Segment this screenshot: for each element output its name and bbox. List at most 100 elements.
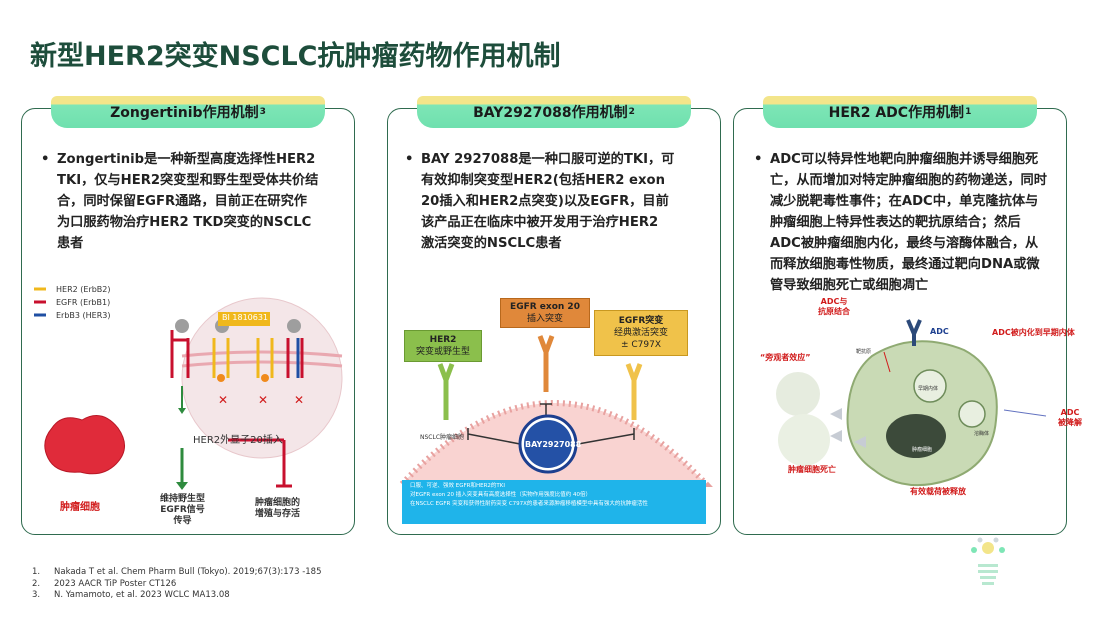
legend-egfr: EGFR (ErbB1) — [56, 298, 111, 307]
references: 1.Nakada T et al. Chem Pharm Bull (Tokyo… — [32, 567, 321, 602]
arrow-left-2 — [830, 430, 842, 442]
her2-receptor — [256, 338, 274, 382]
her2-box-sub: 突变或野生型 — [415, 347, 470, 357]
label-cell-death: 肿瘤细胞死亡 — [788, 465, 836, 474]
label-payload: 有效载荷被释放 — [910, 487, 966, 496]
bullet-text-bay2927088: BAY 2927088是一种口服可逆的TKI，可 有效抑制突变型HER2(包括H… — [405, 149, 721, 254]
egfr-classic-receptor-icon — [625, 363, 643, 420]
svg-text:✕: ✕ — [258, 393, 268, 407]
tumor-cell-large — [846, 340, 998, 487]
legend-erbb3: ErbB3 (HER3) — [56, 311, 111, 320]
egfr20-box: EGFR exon 20 插入突变 — [500, 298, 590, 328]
bullet-line: 激活突变的NSCLC患者 — [421, 236, 562, 251]
erbb3-receptor — [286, 319, 304, 378]
drug-label: BI 1810631 — [222, 313, 269, 322]
bullet-line: 20插入和HER2点突变)以及EGFR，目前 — [421, 194, 669, 209]
her2-box: HER2 突变或野生型 — [404, 330, 482, 362]
bay2927088-diagram — [395, 335, 713, 524]
reference-item: 1.Nakada T et al. Chem Pharm Bull (Tokyo… — [32, 567, 322, 577]
lysosome-shape — [958, 400, 986, 428]
lightbulb-icon — [971, 537, 1005, 585]
degradation-pointer — [1003, 409, 1047, 417]
bullet-line: 管导致细胞死亡或细胞凋亡 — [770, 278, 929, 293]
endosome-shape — [913, 369, 947, 403]
ref-sup: 1 — [965, 107, 972, 117]
bullet-line: TKI，仅与HER2突变型和野生型受体共价结 — [57, 173, 319, 188]
bullet-line: ADC被肿瘤细胞内化，最终与溶酶体融合，从 — [770, 236, 1039, 251]
bullet-line: 减少脱靶毒性事件；在ADC中，单克隆抗体与 — [770, 194, 1039, 209]
zongertinib-diagram: ✕ ✕ ✕ — [34, 287, 343, 490]
membrane-line — [181, 360, 343, 368]
bullet-line: 肿瘤细胞上特异性表达的靶抗原结合；然后 — [770, 215, 1021, 230]
tumor-cell-icon — [44, 415, 125, 475]
adc-diagram — [776, 319, 1047, 487]
bullet-line: 该产品正在临床中被开发用于治疗HER2 — [421, 215, 659, 230]
egfr20-box-title: EGFR exon 20 — [510, 302, 580, 312]
her2-box-title: HER2 — [429, 335, 457, 345]
info-banner-text: 口服、可逆、强效 EGFR和HER2的TKI 对EGFR exon 20 插入突… — [410, 482, 710, 509]
page-title: 新型HER2突变NSCLC抗肿瘤药物作用机制 — [30, 41, 561, 72]
ref-sup: 2 — [628, 107, 635, 117]
label-lysosome: 溶酶体 — [974, 431, 990, 437]
egfr-classic-box: EGFR突变 经典激活突变 ± C797X — [594, 310, 688, 356]
egfr-classic-box-title: EGFR突变 — [618, 316, 664, 326]
binding-pointer — [883, 351, 891, 373]
faded-cell-2 — [778, 414, 830, 466]
bullet-line: 为口服药物治疗HER2 TKD突变的NSCLC — [57, 215, 312, 230]
label-bystander: “旁观者效应” — [760, 353, 811, 362]
bullet-line: 患者 — [57, 236, 84, 251]
bullet-line: 亡，从而增加对特定肿瘤细胞的药物递送，同时 — [770, 173, 1047, 188]
tumor-cell-label: 肿瘤细胞 — [60, 502, 100, 513]
bullet-line: BAY 2927088是一种口服可逆的TKI，可 — [421, 152, 675, 167]
bullet-line: 合，同时保留EGFR通路，目前正在研究作 — [57, 194, 307, 209]
info-line: 口服、可逆、强效 EGFR和HER2的TKI — [410, 483, 505, 489]
arrow-left-1 — [830, 408, 842, 420]
card-tab-title: HER2 ADC作用机制 — [828, 105, 965, 121]
faded-cell-1 — [776, 372, 820, 416]
ref-sup: 3 — [259, 107, 266, 117]
label-antigen: 靶抗原 — [856, 349, 872, 355]
egfr-classic-box-sub: 经典激活突变 — [613, 328, 668, 338]
growth-label: 肿瘤细胞的 增殖与存活 — [255, 498, 301, 519]
label-internalization: ADC被内化到早期内体 — [992, 328, 1075, 337]
insertion-label: HER2外显子20插入 — [193, 435, 283, 446]
membrane-line — [181, 350, 343, 358]
svg-text:✕: ✕ — [218, 393, 228, 407]
egfr20-receptor-icon — [537, 335, 555, 392]
info-line: 对EGFR exon 20 插入突变具有高度选择性（实物作用强度比值约 40倍） — [410, 492, 591, 498]
card-tab-title: BAY2927088作用机制 — [473, 105, 628, 121]
signal-label: 维持野生型 EGFR信号 传导 — [160, 494, 206, 526]
egfr-receptor — [170, 319, 190, 378]
adc-antibody-icon — [906, 319, 922, 346]
reference-item: 3.N. Yamamoto, et al. 2023 WCLC MA13.08 — [32, 590, 230, 600]
bullet-text-zongertinib: Zongertinib是一种新型高度选择性HER2 TKI，仅与HER2突变型和… — [41, 149, 347, 254]
drug-label-box — [218, 312, 270, 326]
egfr20-box-sub: 插入突变 — [526, 314, 563, 324]
label-tumor-cell: 肿瘤细胞 — [912, 447, 933, 453]
info-line: 在NSCLC EGFR 突变和获得性耐药突变 C797X的患者来源肿瘤移植模型中… — [410, 501, 648, 507]
label-adc-binding: ADC与 抗原结合 — [818, 297, 850, 316]
arrow-left-3 — [854, 436, 866, 448]
bullet-line: ADC可以特异性地靶向肿瘤细胞并诱导细胞死 — [770, 152, 1039, 167]
card-tab-title: Zongertinib作用机制 — [110, 105, 259, 121]
bullet-text-adc: ADC可以特异性地靶向肿瘤细胞并诱导细胞死 亡，从而增加对特定肿瘤细胞的药物递送… — [754, 149, 1090, 296]
info-banner — [402, 480, 706, 524]
nucleus-shape — [886, 414, 946, 458]
nsclc-cell-label: NSCLC肿瘤细胞 — [420, 434, 465, 441]
drug-circle — [524, 420, 572, 468]
egfr-classic-box-sub2: ± C797X — [620, 340, 662, 350]
svg-text:✕: ✕ — [294, 393, 304, 407]
bullet-line: Zongertinib是一种新型高度选择性HER2 — [57, 152, 316, 167]
bullet-line: 而释放细胞毒性物质，最终通过靶向DNA或微 — [770, 257, 1040, 272]
label-adc: ADC — [930, 327, 949, 336]
her2-receptor-icon — [437, 363, 455, 420]
legend-her2: HER2 (ErbB2) — [56, 285, 111, 294]
bullet-line: 有效抑制突变型HER2(包括HER2 exon — [421, 173, 665, 188]
reference-item: 2.2023 AACR TiP Poster CT126 — [32, 578, 177, 589]
label-degradation: ADC 被降解 — [1058, 408, 1082, 427]
drug-label-bay: BAY2927088 — [525, 440, 582, 449]
label-early-endosome: 早期内体 — [918, 386, 939, 392]
